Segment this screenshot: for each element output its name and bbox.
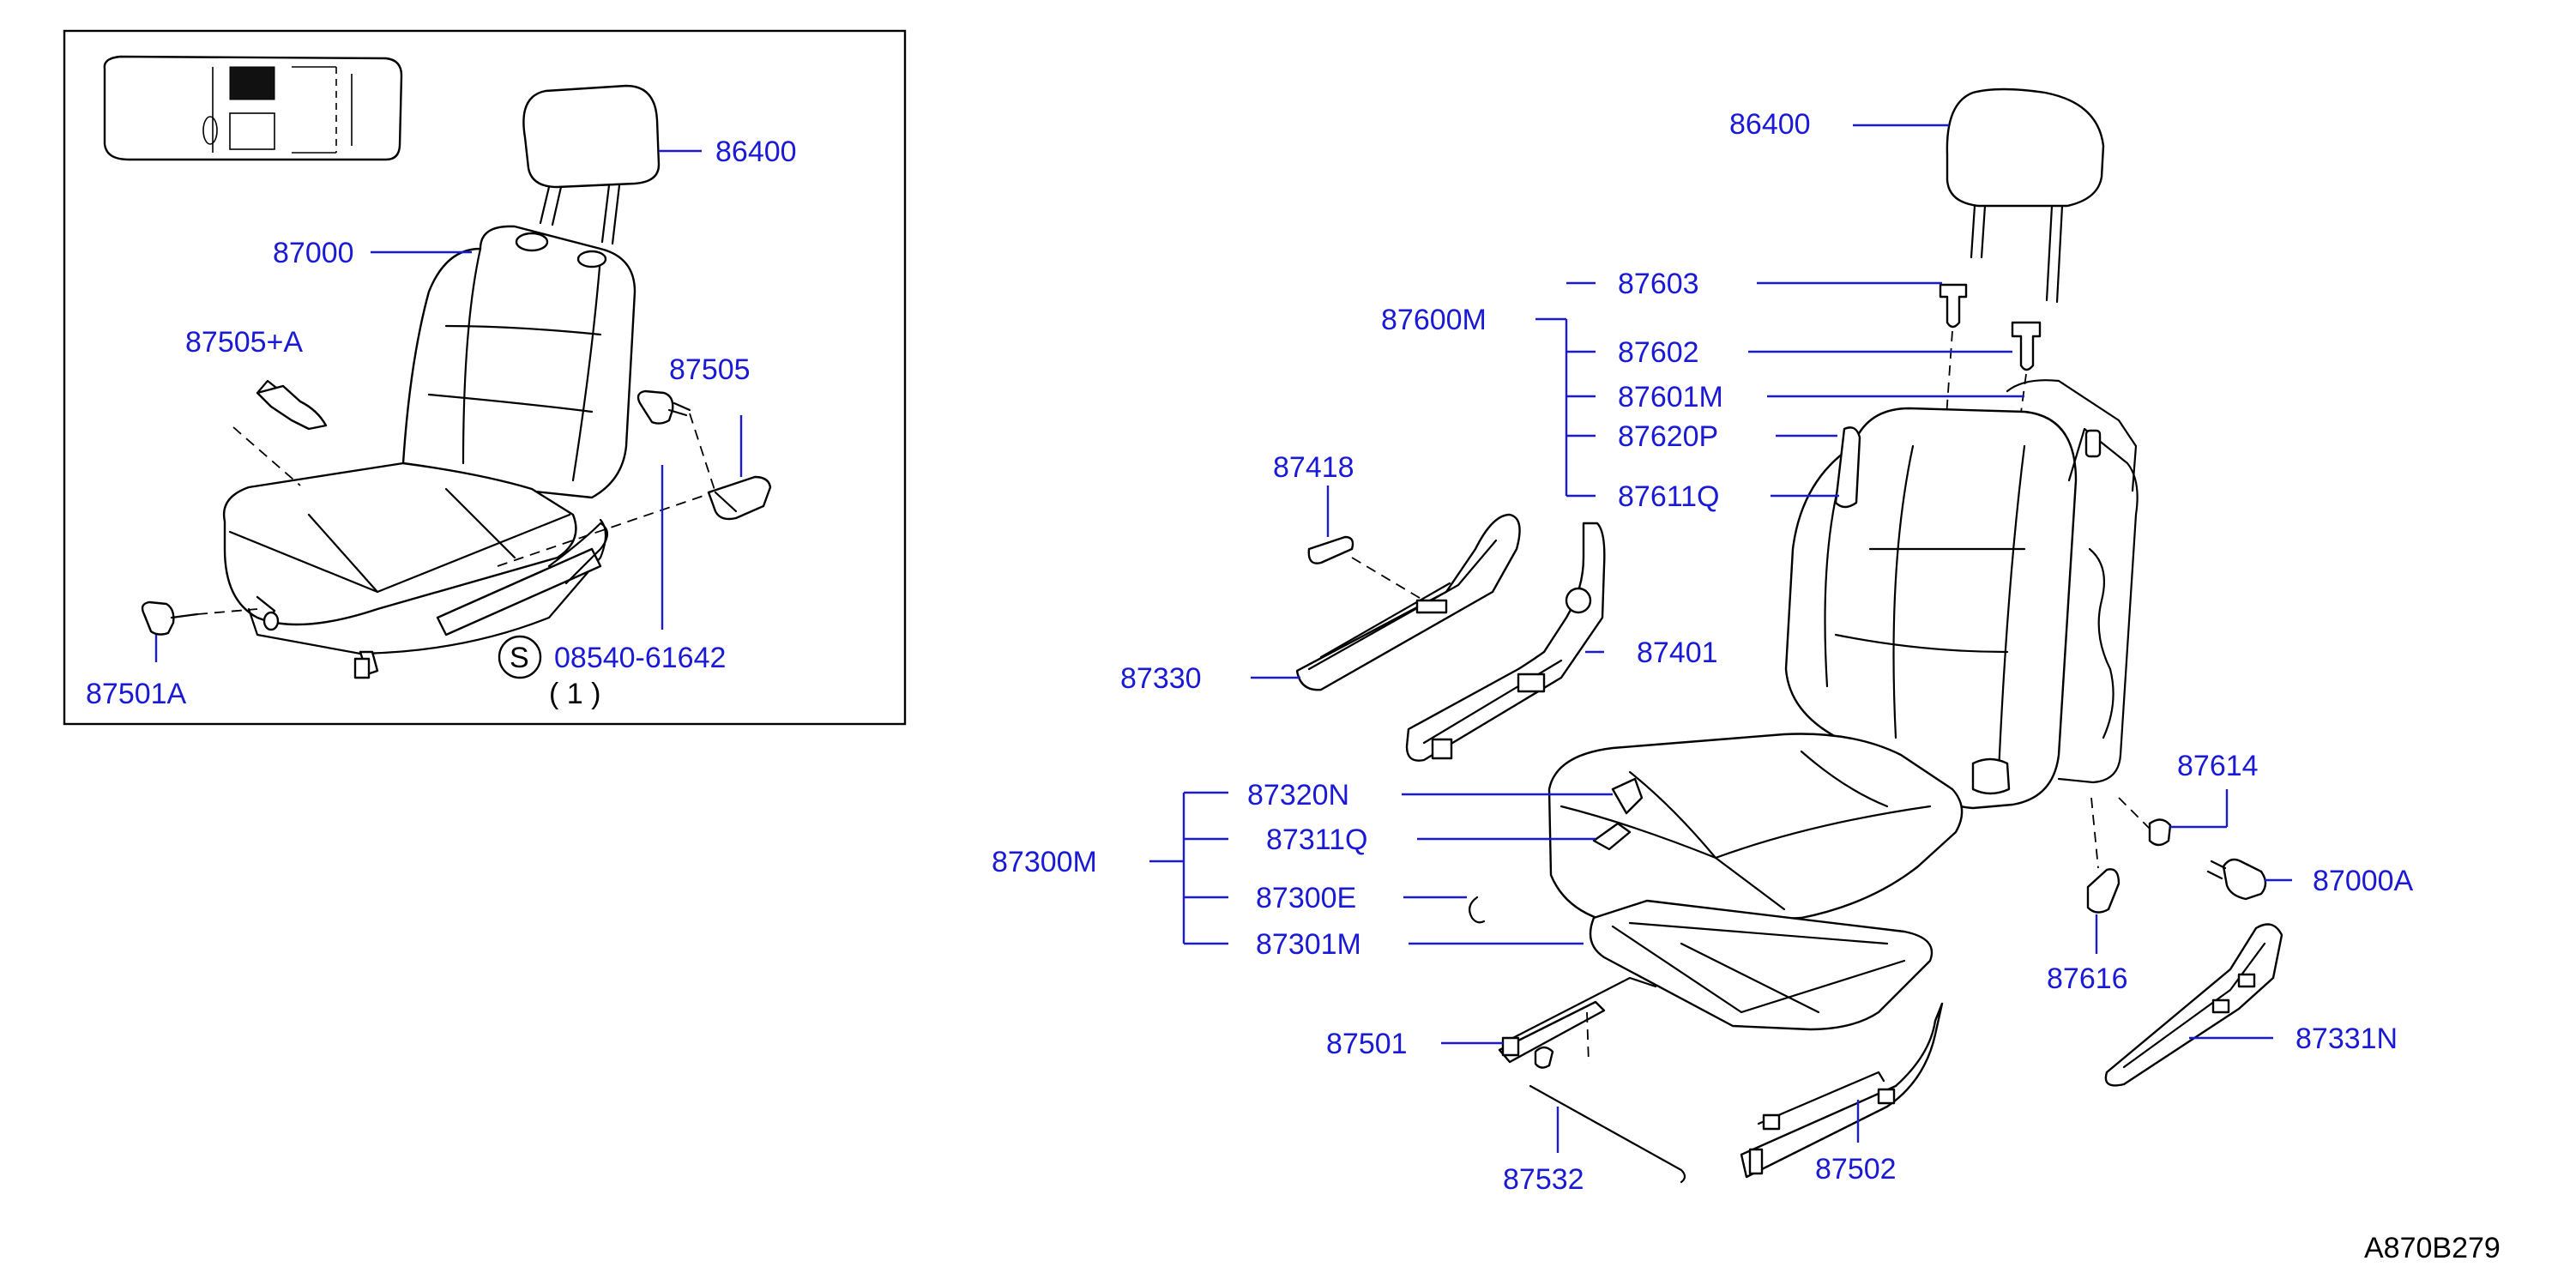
inset-knob-right xyxy=(262,611,280,631)
screw-symbol-circle xyxy=(498,635,542,679)
dash-slide-bar xyxy=(1586,1011,1590,1065)
label-inset-knob[interactable]: 87501A xyxy=(86,678,187,710)
main-cover-small xyxy=(1307,535,1354,564)
inset-frame xyxy=(63,29,907,726)
main-finisher-n xyxy=(2104,923,2283,1087)
label-slide-outer[interactable]: 87502 xyxy=(1815,1153,1897,1186)
inset-cover-part xyxy=(707,475,772,521)
label-slide-inner[interactable]: 87501 xyxy=(1326,1028,1408,1060)
dash-back-knob xyxy=(2118,797,2151,830)
main-headrest xyxy=(1946,87,2105,304)
label-bar[interactable]: 87532 xyxy=(1503,1163,1584,1196)
inset-cover-a-part xyxy=(232,379,328,486)
main-cushion-frame xyxy=(1589,899,1934,1031)
dash-cover-small xyxy=(1351,557,1425,601)
main-seat-back xyxy=(1784,379,2139,810)
main-guide-free xyxy=(2011,321,2042,371)
label-inset-headrest[interactable]: 86400 xyxy=(715,136,797,168)
diagram-id: A870B279 xyxy=(2364,1232,2501,1264)
label-back-frame[interactable]: 87611Q xyxy=(1618,480,1719,513)
label-inset-seat-assembly[interactable]: 87000 xyxy=(273,237,354,269)
label-inset-cover[interactable]: 87505 xyxy=(669,353,751,386)
label-cushion-frame[interactable]: 87301M xyxy=(1256,928,1361,961)
label-back-pad[interactable]: 87620P xyxy=(1618,420,1718,453)
inset-seat-assembly xyxy=(222,225,636,679)
main-hog-ring xyxy=(1468,896,1486,924)
label-cushion-trim[interactable]: 87320N xyxy=(1247,779,1349,811)
label-cover-small[interactable]: 87418 xyxy=(1273,451,1354,484)
label-cushion-pad[interactable]: 87311Q xyxy=(1266,824,1367,856)
main-back-knob xyxy=(2148,818,2172,847)
label-cushion-group[interactable]: 87300M xyxy=(992,846,1097,878)
label-recliner[interactable]: 87401 xyxy=(1637,636,1718,669)
main-cover-616 xyxy=(2086,868,2121,914)
vehicle-locator-icon xyxy=(103,55,403,161)
label-finisher-n[interactable]: 87331N xyxy=(2295,1023,2398,1055)
label-inset-screw-qty: ( 1 ) xyxy=(549,678,600,710)
main-slide-outer xyxy=(1740,1002,1944,1179)
main-finisher xyxy=(1295,513,1521,691)
label-inset-cover-a[interactable]: 87505+A xyxy=(185,326,303,359)
main-bar xyxy=(1529,1084,1686,1184)
main-recliner xyxy=(1405,522,1606,762)
inset-dash-screw xyxy=(497,495,704,567)
label-inset-screw[interactable]: 08540-61642 xyxy=(554,642,726,674)
label-knob-a[interactable]: 87000A xyxy=(2313,865,2414,897)
label-guide-free[interactable]: 87602 xyxy=(1618,336,1699,369)
inset-knob-part xyxy=(141,600,258,636)
label-finisher[interactable]: 87330 xyxy=(1120,662,1202,695)
main-seat-cushion xyxy=(1547,733,1964,928)
label-main-headrest[interactable]: 86400 xyxy=(1729,108,1811,141)
label-back-knob[interactable]: 87614 xyxy=(2177,750,2259,782)
main-slide-inner xyxy=(1498,976,1657,1069)
label-guide-lock[interactable]: 87603 xyxy=(1618,268,1699,300)
dash-cover-616 xyxy=(2090,797,2099,869)
label-hog-ring[interactable]: 87300E xyxy=(1256,882,1356,914)
main-guide-lock xyxy=(1939,283,1968,329)
inset-screw-part xyxy=(636,389,716,493)
label-cover-616[interactable]: 87616 xyxy=(2047,962,2128,995)
inset-headrest xyxy=(522,84,661,245)
screw-symbol-letter: S xyxy=(510,642,529,674)
label-back-trim[interactable]: 87601M xyxy=(1618,381,1723,413)
main-knob-a xyxy=(2206,858,2267,901)
label-back-group[interactable]: 87600M xyxy=(1381,304,1487,336)
